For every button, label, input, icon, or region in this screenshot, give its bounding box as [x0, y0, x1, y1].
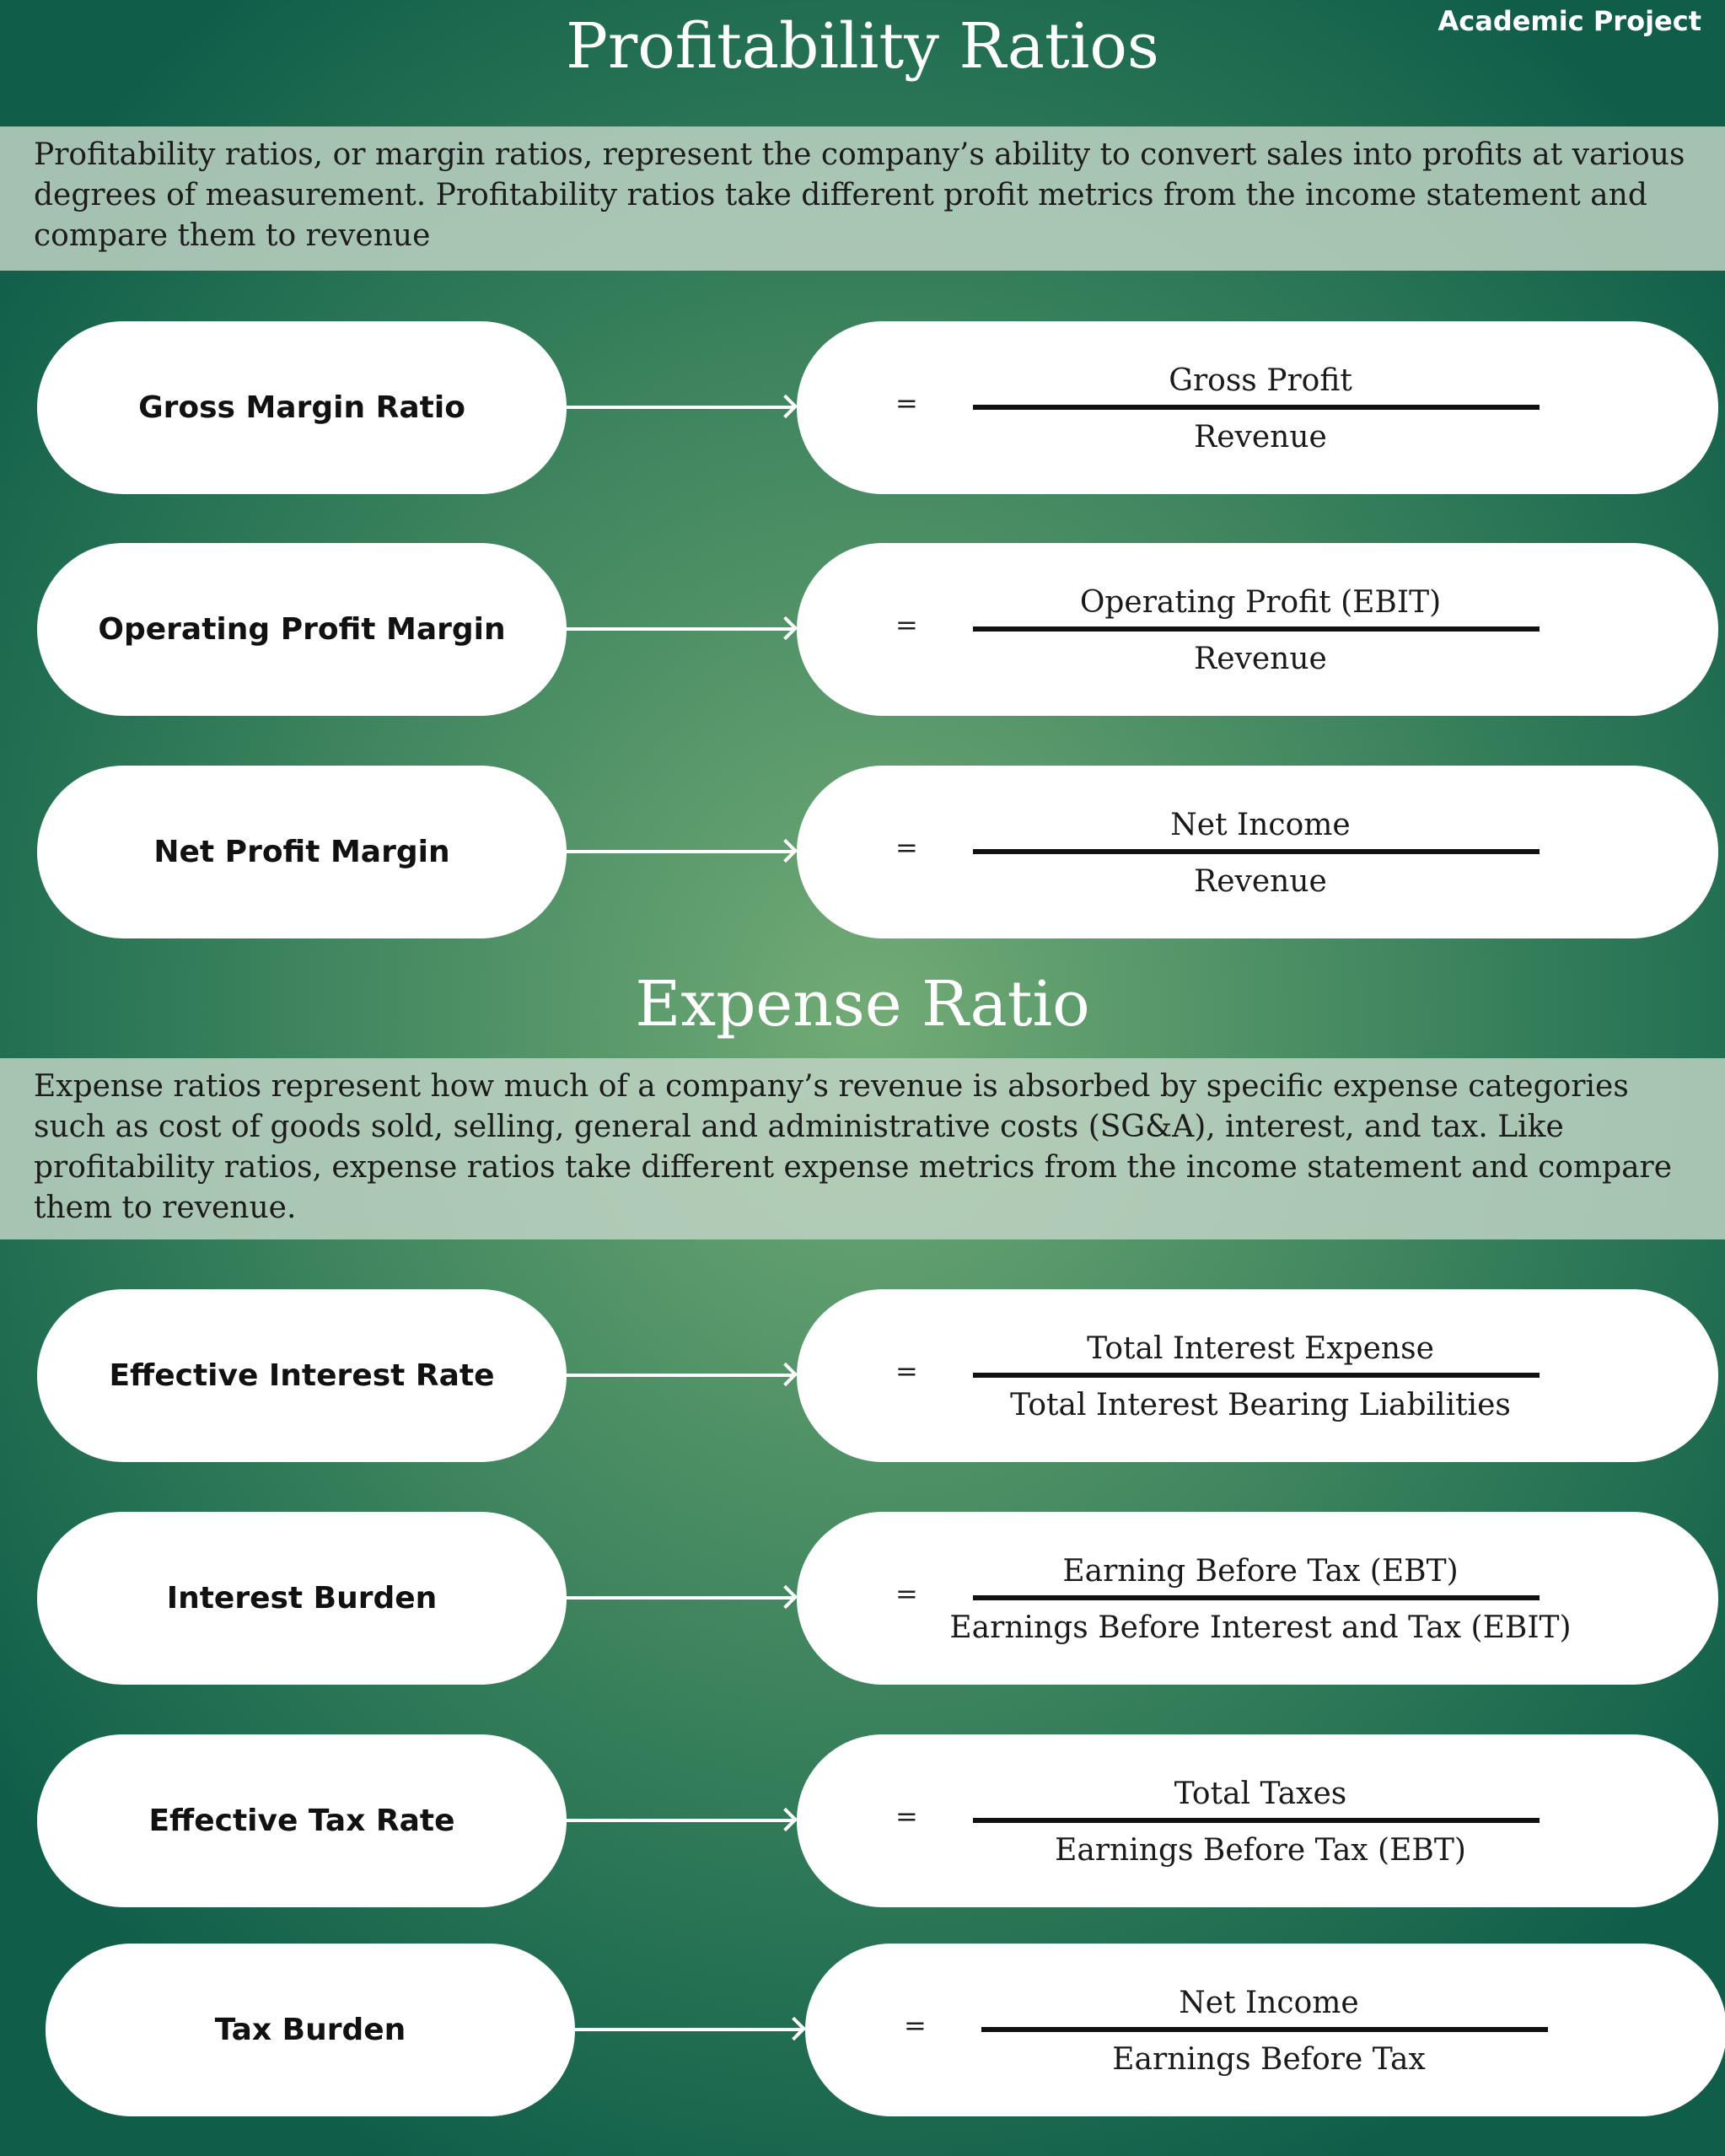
ratio-formula: = Earning Before Tax (EBT) Earnings Befo…: [797, 1512, 1718, 1685]
expense-description: Expense ratios represent how much of a c…: [0, 1058, 1725, 1239]
arrow-icon: [567, 850, 794, 853]
ratio-row: Effective Interest Rate = Total Interest…: [37, 1289, 1718, 1462]
arrow-icon: [567, 406, 794, 409]
ratio-row: Effective Tax Rate = Total Taxes Earning…: [37, 1734, 1718, 1907]
equals-sign: =: [904, 2009, 927, 2041]
denominator: Revenue: [1194, 642, 1327, 676]
ratio-name: Effective Interest Rate: [37, 1289, 567, 1462]
academic-project-tag: Academic Project: [1438, 5, 1701, 37]
ratio-formula: = Net Income Revenue: [797, 766, 1718, 938]
ratio-row: Tax Burden = Net Income Earnings Before …: [46, 1944, 1725, 2116]
equals-sign: =: [895, 387, 918, 419]
fraction-line: [973, 405, 1540, 410]
ratio-formula: = Gross Profit Revenue: [797, 321, 1718, 494]
equals-sign: =: [895, 1578, 918, 1610]
equals-sign: =: [895, 1355, 918, 1387]
ratio-row: Net Profit Margin = Net Income Revenue: [37, 766, 1718, 938]
fraction-line: [973, 626, 1540, 632]
numerator: Net Income: [1170, 808, 1351, 842]
numerator: Operating Profit (EBIT): [1079, 585, 1442, 620]
ratio-label: Net Profit Margin: [153, 835, 450, 869]
ratio-name: Effective Tax Rate: [37, 1734, 567, 1907]
equals-sign: =: [895, 609, 918, 641]
denominator: Earnings Before Interest and Tax (EBIT): [949, 1610, 1572, 1645]
ratio-row: Interest Burden = Earning Before Tax (EB…: [37, 1512, 1718, 1685]
fraction-line: [973, 849, 1540, 854]
ratio-row: Operating Profit Margin = Operating Prof…: [37, 543, 1718, 716]
ratio-formula: = Total Taxes Earnings Before Tax (EBT): [797, 1734, 1718, 1907]
numerator: Earning Before Tax (EBT): [1062, 1554, 1459, 1589]
denominator: Earnings Before Tax: [1112, 2042, 1426, 2077]
denominator: Total Interest Bearing Liabilities: [1010, 1388, 1511, 1422]
numerator: Net Income: [1179, 1986, 1359, 2020]
arrow-icon: [567, 1596, 794, 1600]
profitability-description: Profitability ratios, or margin ratios, …: [0, 126, 1725, 271]
fraction-line: [973, 1818, 1540, 1823]
ratio-name: Interest Burden: [37, 1512, 567, 1685]
ratio-label: Tax Burden: [214, 2013, 406, 2047]
arrow-icon: [567, 1374, 794, 1377]
numerator: Gross Profit: [1169, 363, 1352, 398]
ratio-formula: = Operating Profit (EBIT) Revenue: [797, 543, 1718, 716]
numerator: Total Interest Expense: [1087, 1331, 1434, 1366]
fraction-line: [981, 2027, 1548, 2032]
fraction-line: [973, 1595, 1540, 1600]
ratio-name: Net Profit Margin: [37, 766, 567, 938]
arrow-icon: [575, 2028, 803, 2031]
denominator: Revenue: [1194, 864, 1327, 899]
fraction-line: [973, 1373, 1540, 1378]
ratio-label: Interest Burden: [166, 1581, 438, 1616]
denominator: Earnings Before Tax (EBT): [1055, 1833, 1466, 1868]
ratio-name: Tax Burden: [46, 1944, 575, 2116]
ratio-label: Effective Tax Rate: [148, 1804, 455, 1838]
page-title: Profitability Ratios: [566, 10, 1159, 83]
ratio-label: Effective Interest Rate: [109, 1358, 495, 1393]
equals-sign: =: [895, 831, 918, 863]
ratio-label: Operating Profit Margin: [98, 612, 506, 647]
expense-section-title: Expense Ratio: [635, 968, 1090, 1040]
arrow-icon: [567, 1819, 794, 1822]
arrow-icon: [567, 627, 794, 631]
numerator: Total Taxes: [1174, 1777, 1347, 1811]
ratio-name: Gross Margin Ratio: [37, 321, 567, 494]
ratio-formula: = Total Interest Expense Total Interest …: [797, 1289, 1718, 1462]
ratio-name: Operating Profit Margin: [37, 543, 567, 716]
equals-sign: =: [895, 1800, 918, 1832]
denominator: Revenue: [1194, 420, 1327, 454]
ratio-row: Gross Margin Ratio = Gross Profit Revenu…: [37, 321, 1718, 494]
ratio-label: Gross Margin Ratio: [138, 390, 465, 425]
ratio-formula: = Net Income Earnings Before Tax: [805, 1944, 1725, 2116]
